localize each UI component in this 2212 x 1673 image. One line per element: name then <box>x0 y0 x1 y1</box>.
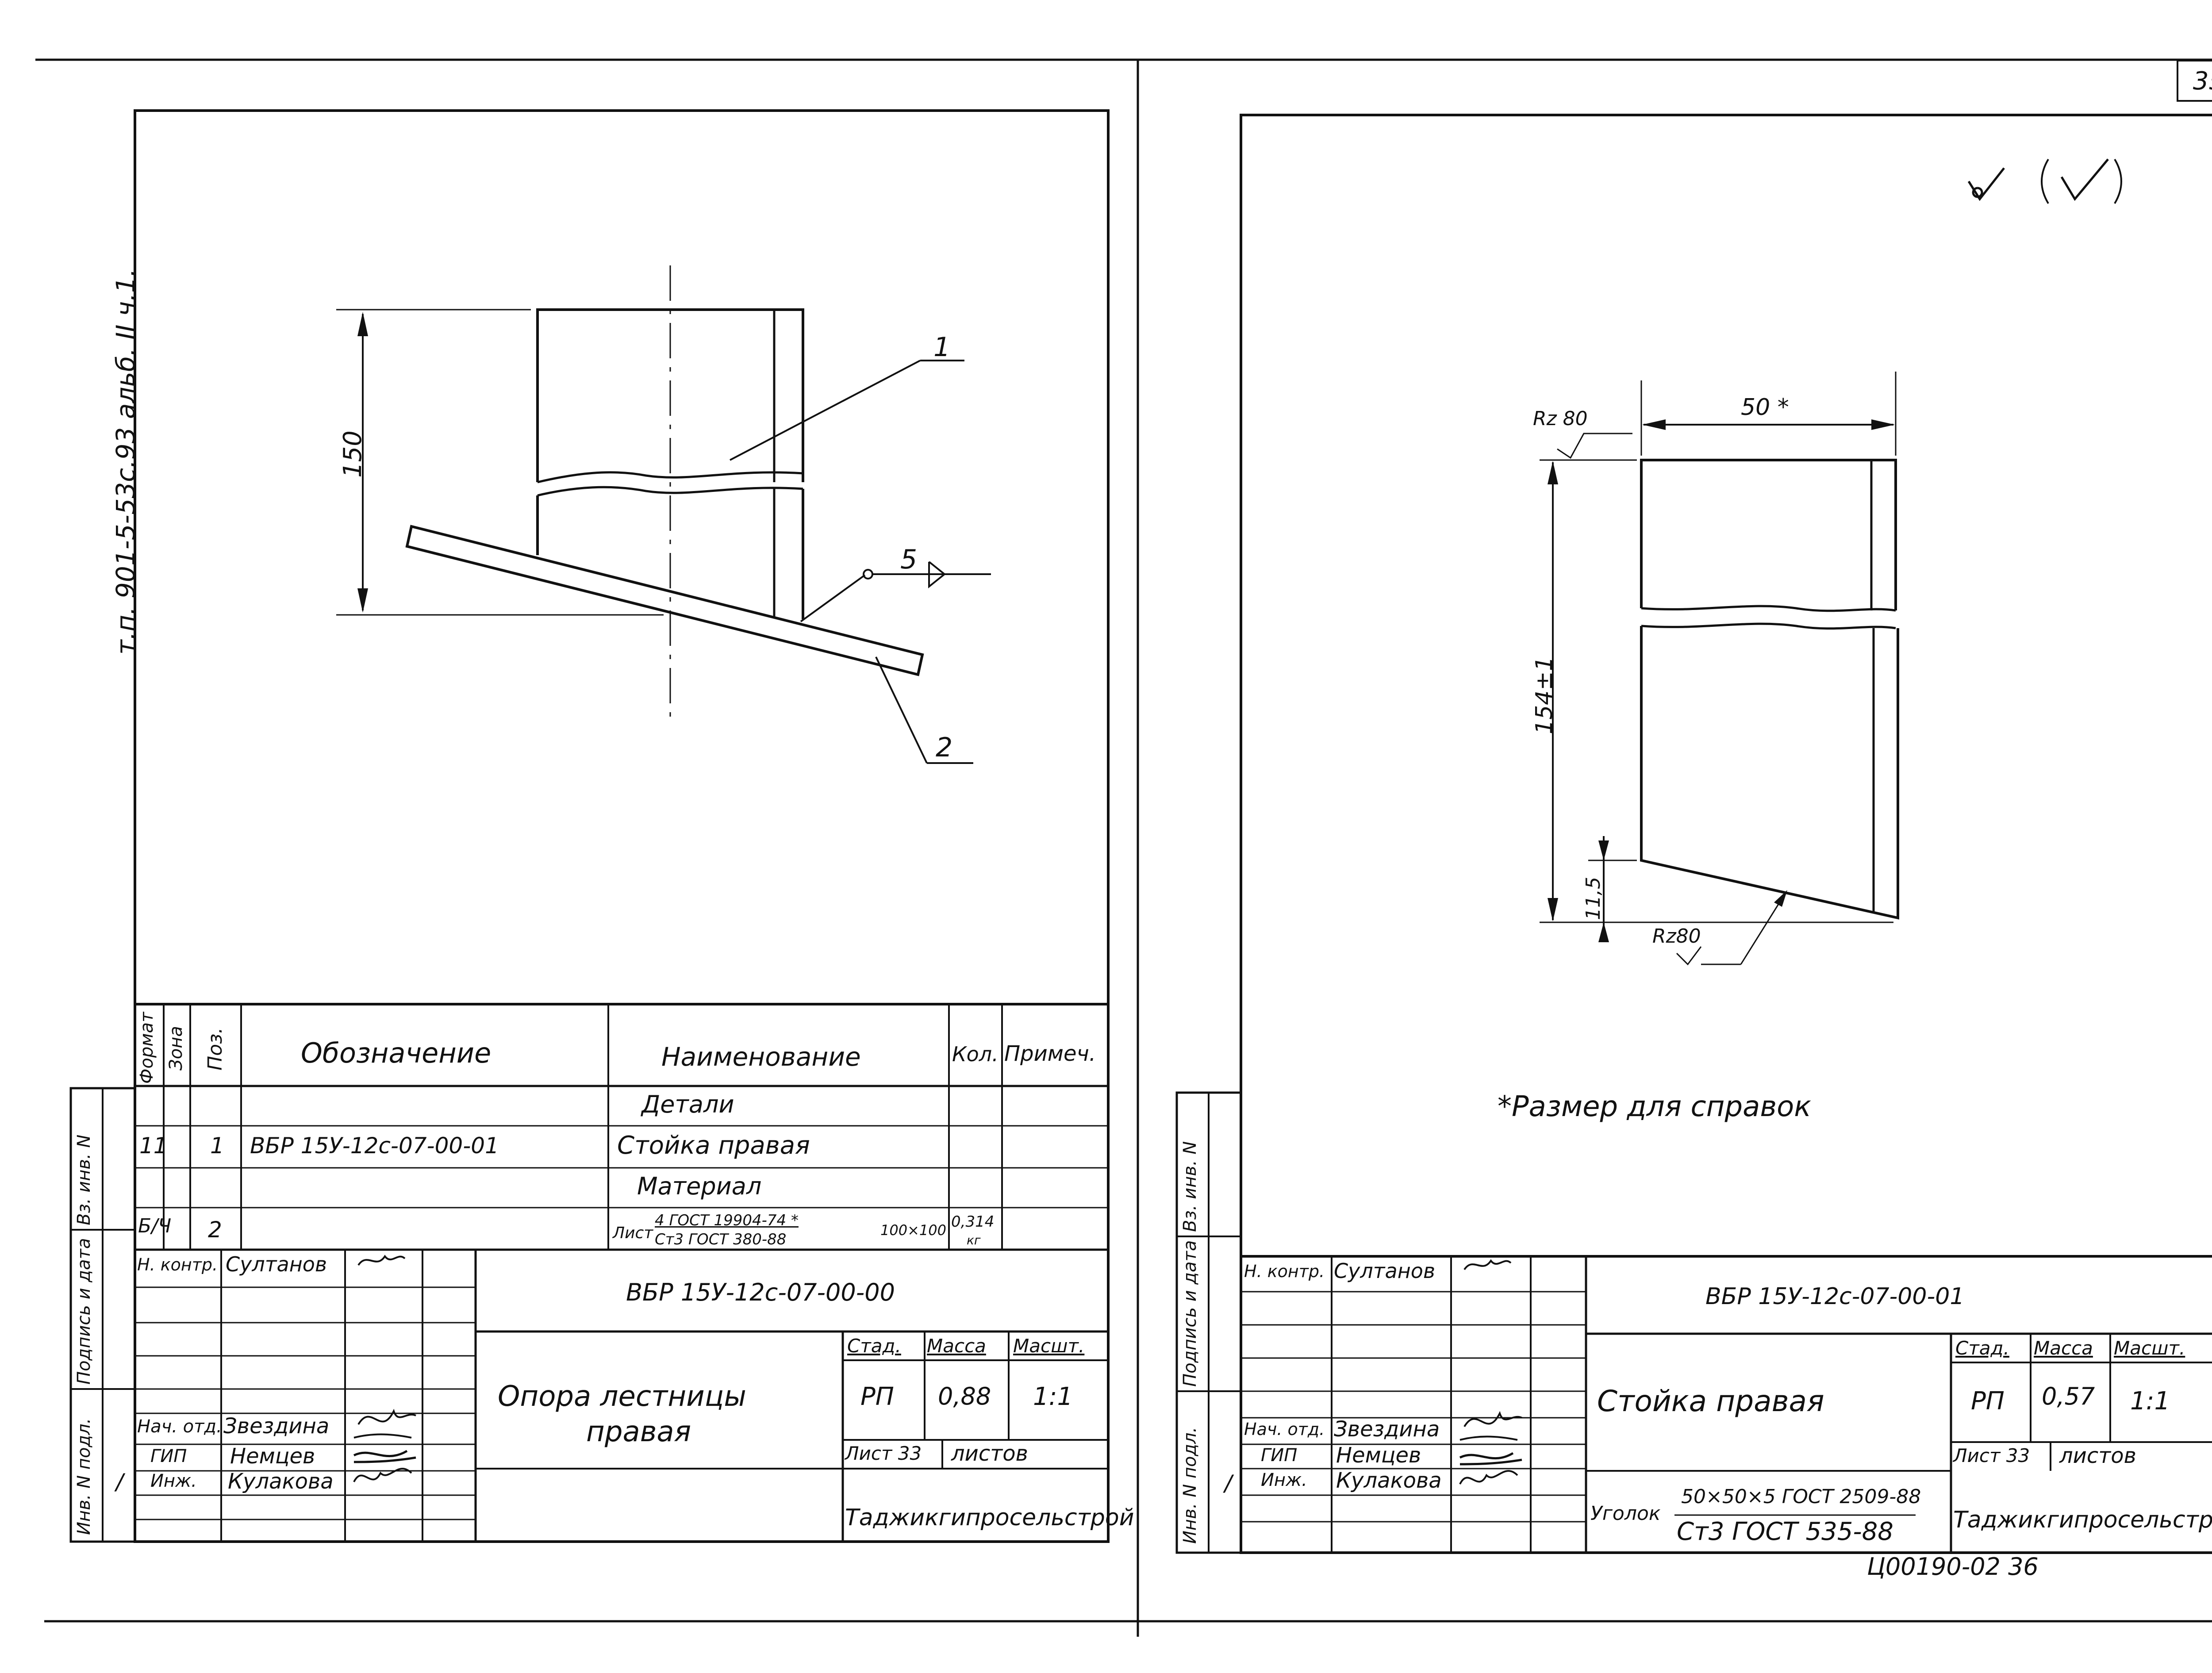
spec-row-1-pos: 1 <box>210 1133 224 1159</box>
right-stage-value: РП <box>1971 1387 2005 1416</box>
spec-header-qty: Кол. <box>952 1042 998 1066</box>
right-doc-title: Стойка правая <box>1597 1384 1824 1418</box>
spec-row-0-name: Детали <box>641 1090 734 1118</box>
reference-size-note: *Размер для справок <box>1498 1090 1811 1123</box>
spec-row-3-pos: 2 <box>208 1217 222 1243</box>
right-mass-value: 0,57 <box>2042 1382 2095 1410</box>
right-person-3-role: Инж. <box>1261 1470 1307 1490</box>
left-change-mark: / <box>116 1469 123 1495</box>
page-number: 35 <box>2177 60 2212 102</box>
spec-row-3-name-bottom: Ст3 ГОСТ 380-88 <box>655 1231 787 1248</box>
dim-small-11-5: 11,5 <box>1582 877 1605 920</box>
left-doc-code: ВБР 15У-12с-07-00-00 <box>626 1278 895 1306</box>
left-person-0-name: Султанов <box>226 1252 327 1276</box>
dim-height-154: 154±1 <box>1531 656 1558 734</box>
right-person-2-name: Немцев <box>1336 1443 1421 1468</box>
right-person-3-name: Кулакова <box>1336 1468 1442 1493</box>
callout-1: 1 <box>933 332 951 363</box>
spec-row-3-qty-unit: кг <box>967 1233 981 1247</box>
left-person-2-name: Немцев <box>230 1444 315 1469</box>
left-person-2-role: ГИП <box>150 1446 187 1466</box>
dim-width-50: 50 * <box>1741 394 1789 421</box>
right-scale-label: Масшт. <box>2114 1337 2185 1359</box>
spec-row-3-name-prefix: Лист <box>613 1224 653 1242</box>
right-org: Таджикгипросельстрой <box>1953 1507 2212 1533</box>
left-scale-value: 1:1 <box>1033 1382 1073 1411</box>
rough-top-label: Rz 80 <box>1533 407 1588 430</box>
spec-header-name: Наименование <box>661 1042 861 1072</box>
right-sheets-label: листов <box>2059 1443 2136 1468</box>
left-person-3-role: Инж. <box>150 1471 197 1491</box>
right-stage-label: Стад. <box>1955 1337 2009 1359</box>
spec-row-1-format: 11 <box>139 1133 168 1159</box>
spec-row-3-name-top: 4 ГОСТ 19904-74 * <box>655 1212 799 1229</box>
rough-bottom-label: Rz80 <box>1652 925 1701 948</box>
spec-row-1-designation: ВБР 15У-12с-07-00-01 <box>250 1133 499 1159</box>
right-doc-code: ВБР 15У-12с-07-00-01 <box>1705 1283 1965 1310</box>
left-mass-label: Масса <box>927 1335 986 1357</box>
right-bottom-code: Ц00190-02 36 <box>1867 1553 2039 1581</box>
left-person-1-name: Звездина <box>223 1414 330 1439</box>
spec-row-3-format: Б/Ч <box>138 1215 172 1237</box>
left-scale-label: Масшт. <box>1013 1335 1085 1357</box>
right-person-1-role: Нач. отд. <box>1244 1420 1325 1439</box>
right-sheet-label: Лист 33 <box>1953 1445 2030 1466</box>
spec-row-3-name-size: 100×100 <box>880 1222 946 1239</box>
right-material-top: 50×50×5 ГОСТ 2509-88 <box>1681 1485 1921 1508</box>
right-side-label-sign: Подпись и дата <box>1180 1240 1200 1387</box>
spec-row-2-name: Материал <box>637 1172 762 1200</box>
left-mass-value: 0,88 <box>938 1382 991 1410</box>
right-material-label: Уголок <box>1590 1502 1661 1525</box>
right-mass-label: Масса <box>2034 1337 2093 1359</box>
spec-row-1-name: Стойка правая <box>617 1131 810 1160</box>
right-person-0-name: Султанов <box>1334 1259 1436 1283</box>
left-sheet-label: Лист 33 <box>845 1443 922 1464</box>
right-side-label-inv: Инв. N подл. <box>1180 1427 1200 1544</box>
callout-2: 2 <box>936 732 953 763</box>
left-org: Таджикгипросельстрой <box>845 1504 1134 1531</box>
spec-header-designation: Обозначение <box>301 1037 492 1069</box>
right-person-0-role: Н. контр. <box>1244 1262 1325 1281</box>
left-stage-value: РП <box>860 1382 894 1411</box>
right-person-2-role: ГИП <box>1261 1445 1298 1466</box>
right-side-label-vz: Вз. инв. N <box>1180 1141 1200 1232</box>
left-person-3-name: Кулакова <box>228 1469 334 1494</box>
spec-header-note: Примеч. <box>1004 1041 1096 1066</box>
left-doc-title-line2: правая <box>586 1416 691 1448</box>
callout-5: 5 <box>900 544 918 575</box>
left-stage-label: Стад. <box>847 1335 901 1357</box>
right-material-bottom: Ст3 ГОСТ 535-88 <box>1677 1517 1893 1546</box>
left-sheets-label: листов <box>951 1441 1028 1466</box>
right-scale-value: 1:1 <box>2130 1387 2170 1416</box>
right-change-mark: / <box>1225 1470 1232 1496</box>
left-doc-title-line1: Опора лестницы <box>498 1380 746 1413</box>
left-person-0-role: Н. контр. <box>137 1255 218 1274</box>
left-person-1-role: Нач. отд. <box>137 1416 222 1437</box>
spec-row-3-qty: 0,314 <box>951 1213 995 1231</box>
right-person-1-name: Звездина <box>1334 1417 1440 1442</box>
